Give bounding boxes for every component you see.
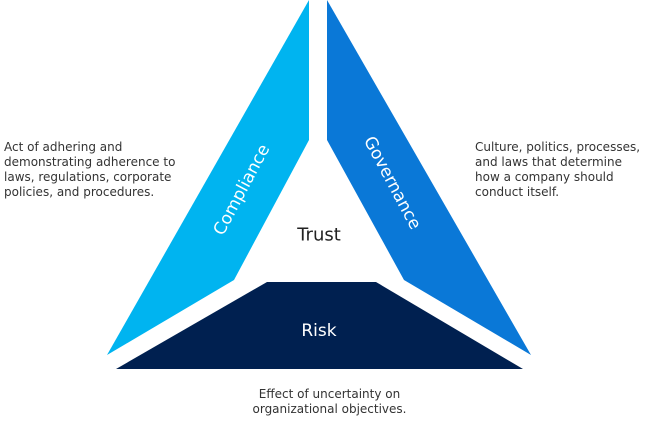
risk-description: Effect of uncertainty on organizational …: [252, 387, 407, 416]
trust-label: Trust: [296, 225, 341, 246]
risk-segment: [116, 282, 523, 369]
compliance-segment: [107, 0, 309, 355]
governance-description: Culture, politics, processes, and laws t…: [475, 140, 641, 199]
risk-label: Risk: [301, 321, 336, 341]
compliance-description: Act of adhering and demonstrating adhere…: [4, 140, 176, 199]
governance-segment: [327, 0, 531, 355]
